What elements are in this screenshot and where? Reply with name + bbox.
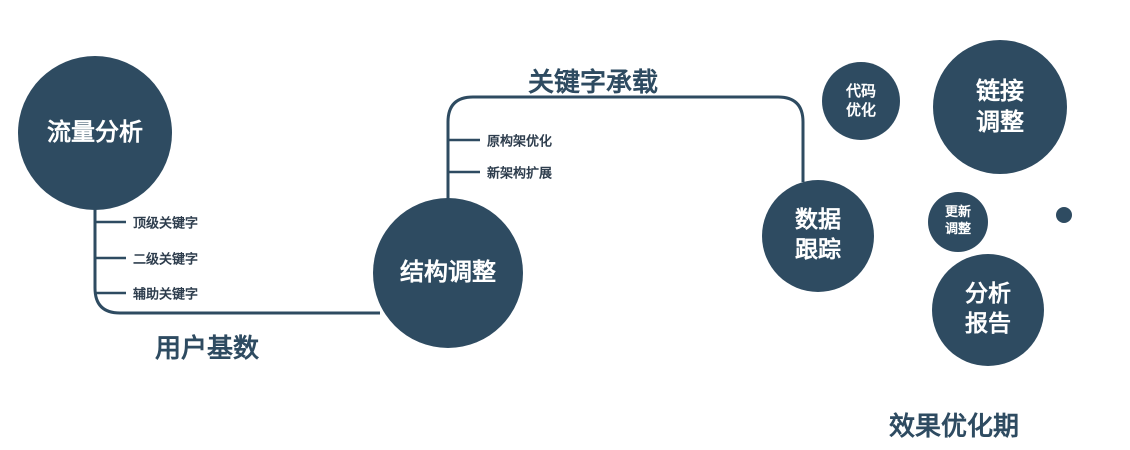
node-traffic-analysis: 流量分析: [18, 56, 172, 210]
node-analysis-report-line1: 分析: [965, 281, 1011, 308]
node-structure-adjustment: 结构调整: [373, 198, 523, 348]
branch-label-second-keyword: 二级关键字: [133, 252, 199, 268]
node-analysis-report: 分析 报告: [932, 254, 1044, 366]
branch-label-original-architecture: 原构架优化: [487, 134, 553, 150]
branch-label-aux-keyword: 辅助关键字: [133, 287, 199, 303]
node-code-optimization: 代码 优化: [822, 62, 900, 140]
decorative-dot: [1056, 207, 1072, 223]
edge-traffic-to-structure: [93, 203, 380, 315]
edge-label-effect-optimization: 效果优化期: [889, 412, 1020, 442]
node-analysis-report-line2: 报告: [965, 311, 1011, 337]
node-code-optimization-line1: 代码: [845, 81, 876, 100]
node-data-tracking-line2: 跟踪: [795, 237, 841, 263]
edge-structure-to-data-tracking: [446, 95, 805, 200]
branch-label-new-architecture: 新架构扩展: [487, 166, 553, 182]
branch-label-top-keyword: 顶级关键字: [133, 216, 199, 232]
edge-label-keyword-carrying: 关键字承载: [528, 68, 659, 98]
node-link-adjustment-line2: 调整: [976, 108, 1024, 136]
node-update-adjustment-line2: 调整: [944, 222, 971, 237]
node-update-adjustment-line1: 更新: [944, 205, 971, 221]
node-update-adjustment: 更新 调整: [928, 192, 988, 252]
edge-label-user-base: 用户基数: [155, 334, 260, 364]
node-traffic-analysis-label: 流量分析: [47, 118, 143, 147]
node-link-adjustment: 链接 调整: [933, 40, 1067, 174]
node-code-optimization-line2: 优化: [845, 101, 876, 119]
node-structure-adjustment-label: 结构调整: [400, 258, 496, 287]
node-link-adjustment-line1: 链接: [976, 76, 1024, 105]
node-data-tracking-line1: 数据: [795, 207, 841, 234]
node-data-tracking: 数据 跟踪: [762, 180, 874, 292]
